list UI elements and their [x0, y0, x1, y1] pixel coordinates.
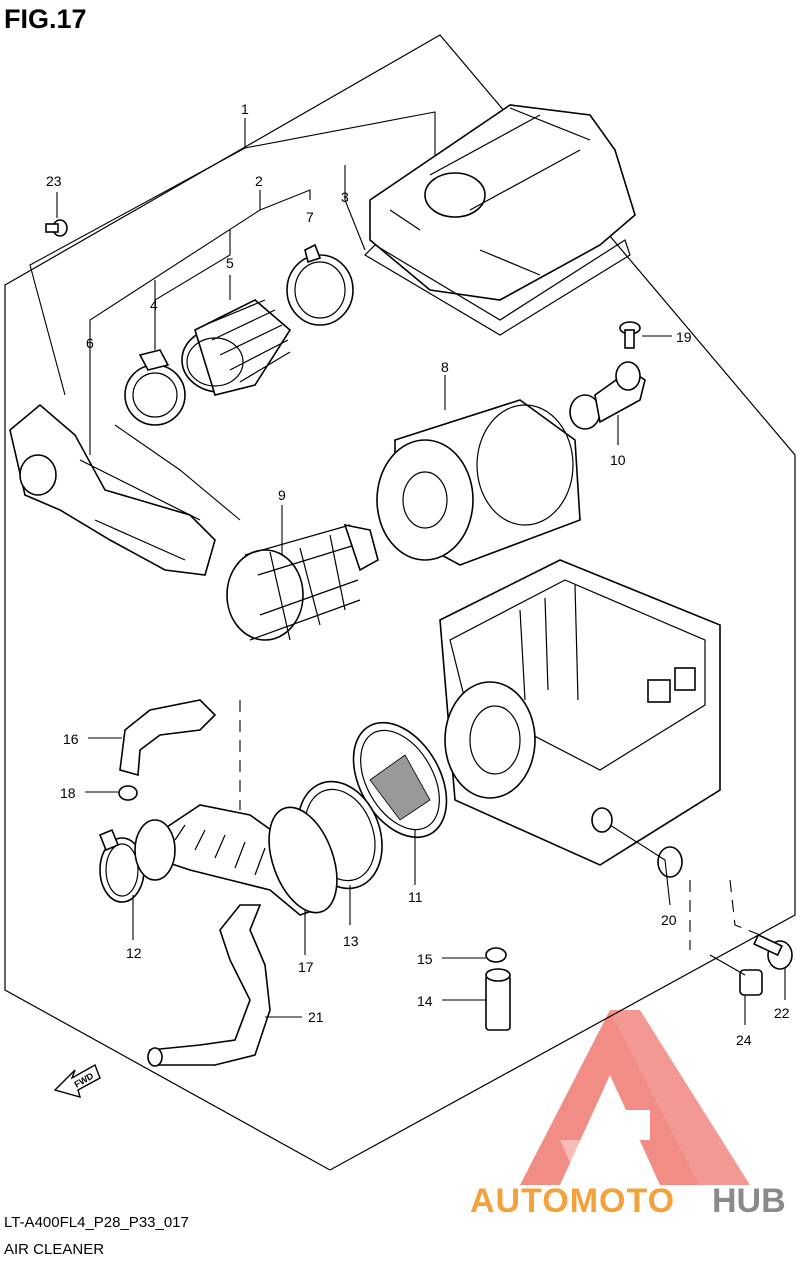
clip-15	[485, 947, 507, 963]
air-cleaner-cap	[364, 104, 636, 336]
part-label-14: 14	[417, 993, 433, 1009]
part-label-17: 17	[298, 959, 314, 975]
hose-16	[119, 699, 217, 777]
part-label-24: 24	[736, 1032, 752, 1048]
screw-19	[619, 321, 641, 349]
part-label-16: 16	[63, 731, 79, 747]
part-labels: 1 2 3 4 5 6 7 8 9 10 11 12 13 14 15 16 1…	[46, 101, 790, 1048]
figure-name: AIR CLEANER	[4, 1241, 105, 1258]
air-cleaner-case	[439, 559, 721, 866]
part-label-1: 1	[241, 101, 249, 117]
part-label-22: 22	[774, 1005, 790, 1021]
part-label-11: 11	[408, 889, 423, 905]
part-label-7: 7	[306, 209, 314, 225]
group-leaders	[29, 111, 436, 455]
part-label-13: 13	[343, 933, 359, 949]
hose-21	[147, 904, 271, 1067]
cap-14	[485, 968, 511, 1031]
part-label-4: 4	[150, 297, 158, 313]
part-label-10: 10	[610, 452, 626, 468]
bolt-22	[753, 933, 793, 970]
part-label-6: 6	[86, 335, 94, 351]
part-label-5: 5	[226, 255, 234, 271]
clamp-12	[98, 819, 176, 903]
part-label-20: 20	[661, 912, 677, 928]
drain-part-10	[569, 361, 646, 430]
filter-element-8	[376, 399, 581, 566]
part-label-23: 23	[46, 173, 62, 189]
watermark-text-b: HUB	[712, 1182, 786, 1220]
intake-duct-6	[9, 403, 216, 576]
filter-cage-9	[226, 523, 379, 641]
part-label-3: 3	[341, 189, 349, 205]
clamp-7	[286, 243, 354, 326]
assembly-outline	[4, 34, 796, 1171]
part-label-2: 2	[255, 173, 263, 189]
clamp-4	[124, 349, 186, 426]
outlet-tube-17	[154, 804, 338, 916]
clip-18	[118, 785, 138, 801]
figure-title: FIG.17	[4, 4, 87, 34]
leader-6b	[114, 424, 241, 521]
part-label-19: 19	[676, 329, 692, 345]
intake-boot-5	[181, 299, 292, 396]
fwd-arrow: FWD	[53, 1063, 101, 1099]
screw-23	[45, 219, 68, 237]
part-label-21: 21	[308, 1009, 324, 1025]
part-label-12: 12	[126, 945, 142, 961]
watermark-logo	[520, 1010, 750, 1185]
part-label-8: 8	[441, 359, 449, 375]
part-label-15: 15	[417, 951, 433, 967]
screen-11	[352, 721, 448, 839]
part-label-18: 18	[60, 785, 76, 801]
figure-code: LT-A400FL4_P28_P33_017	[4, 1214, 189, 1231]
watermark-text-a: AUTOMOTO	[470, 1182, 675, 1220]
part-label-9: 9	[278, 487, 286, 503]
grommet-20	[657, 846, 683, 878]
part-24-fitting	[709, 954, 763, 996]
